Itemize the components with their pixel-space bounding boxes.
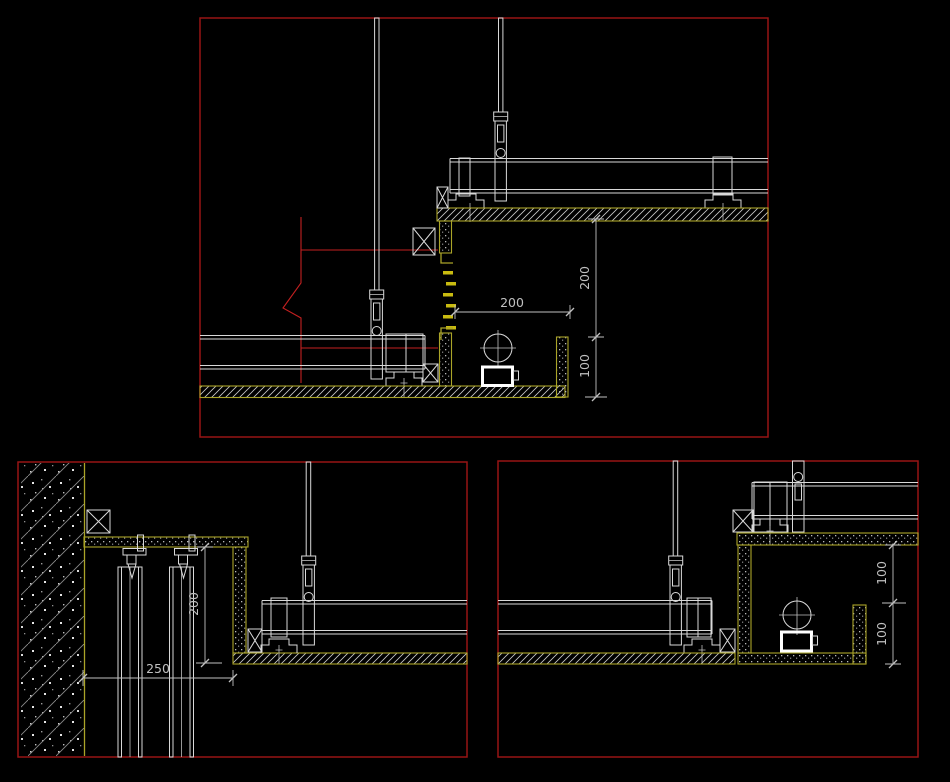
hanger-rod xyxy=(672,460,679,557)
blocking-x xyxy=(732,509,754,533)
blocking-x xyxy=(719,628,736,653)
dim-text-250-horizontal: 250 xyxy=(146,661,170,676)
cove-light-fixture xyxy=(779,597,818,653)
blocking-x xyxy=(247,628,263,653)
viewport-top-detail: 200 100 200 xyxy=(199,17,769,438)
gypsum-board-lower xyxy=(232,652,468,665)
viewport-border-bottom-right[interactable] xyxy=(497,460,919,758)
furring-channel-section xyxy=(712,156,733,196)
carrier-channel-lower xyxy=(200,335,426,370)
carrier-channel-upper xyxy=(751,482,918,520)
cove-upstand-board xyxy=(555,336,569,398)
dim-text-200-vertical: 200 xyxy=(186,592,201,616)
dim-text-200-horizontal: 200 xyxy=(500,295,524,310)
blocking-x xyxy=(436,186,449,209)
viewport-bottom-left-detail: 200 250 xyxy=(17,461,468,758)
dimension-horizontal: 200 xyxy=(450,295,575,319)
furring-channel-section xyxy=(270,597,288,638)
hidden-dashes xyxy=(443,271,456,330)
dimension-vertical: 200 xyxy=(186,542,222,668)
dim-text-100-vertical: 100 xyxy=(577,354,592,378)
cove-upstand-board xyxy=(852,604,867,665)
adjustable-hanger xyxy=(493,111,509,202)
blocking-x xyxy=(412,227,436,256)
dimension-vertical: 200 100 xyxy=(577,214,607,402)
curtain-box-board-side xyxy=(232,546,247,654)
carrier-channel xyxy=(498,600,713,635)
gypsum-board-lower xyxy=(497,652,736,665)
furring-channel-section xyxy=(769,481,788,533)
dim-text-100-lower: 100 xyxy=(874,622,889,646)
dim-text-200-vertical: 200 xyxy=(577,266,592,290)
gypsum-board-upper xyxy=(436,207,769,222)
concrete-wall xyxy=(21,463,86,756)
dim-text-100-upper: 100 xyxy=(874,561,889,585)
hanger-rod xyxy=(498,17,504,113)
dimension-vertical: 100 100 xyxy=(874,540,906,669)
curtain-track xyxy=(117,566,143,758)
blocking-x xyxy=(86,509,111,534)
red-reference-lines xyxy=(282,217,438,383)
furring-channel-section xyxy=(458,157,471,197)
step-board-strip xyxy=(438,332,453,387)
cove-board-side xyxy=(737,544,752,654)
carrier-channel-upper xyxy=(449,158,768,194)
furring-channel-section xyxy=(405,333,424,373)
viewport-border-top[interactable] xyxy=(199,17,769,438)
edge-trim xyxy=(440,253,453,264)
dimension-horizontal: 250 xyxy=(78,661,238,686)
gypsum-board-lower xyxy=(199,385,566,399)
step-board-strip xyxy=(438,220,453,254)
viewport-bottom-right-detail: 100 100 xyxy=(497,460,919,758)
hanger-rod xyxy=(305,461,312,557)
blocking-x xyxy=(422,363,439,383)
curtain-box-board-top xyxy=(83,536,249,548)
cove-board-bottom xyxy=(737,652,867,665)
adjustable-hanger-clipped xyxy=(792,460,805,533)
cove-light-fixture xyxy=(480,330,519,387)
carrier-channel xyxy=(261,600,467,635)
hanger-rod xyxy=(374,17,380,291)
furring-channel-section xyxy=(385,333,407,373)
viewport-border-bottom-left[interactable] xyxy=(17,461,468,758)
furring-channel-section xyxy=(697,597,712,638)
cove-board-top xyxy=(736,532,919,546)
